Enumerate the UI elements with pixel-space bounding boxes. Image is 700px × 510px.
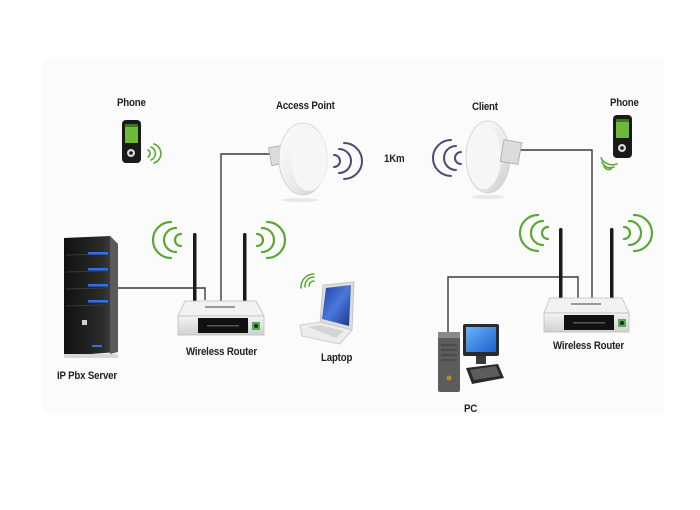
radio-wave-left-icon bbox=[432, 139, 462, 177]
wifi-signal-icon bbox=[300, 273, 315, 289]
label-distance: 1Km bbox=[384, 153, 405, 165]
cable-router-right-to-pc bbox=[447, 276, 579, 335]
label-phone-right: Phone bbox=[610, 97, 639, 109]
phone-right-icon bbox=[613, 115, 632, 158]
label-router-left: Wireless Router bbox=[186, 346, 257, 358]
label-access-point: Access Point bbox=[276, 100, 335, 112]
label-pc: PC bbox=[464, 403, 478, 415]
cable-server-to-router-left bbox=[118, 287, 206, 300]
cables bbox=[118, 149, 593, 335]
label-laptop: Laptop bbox=[321, 352, 353, 364]
label-router-right: Wireless Router bbox=[553, 340, 624, 352]
router-right-icon bbox=[543, 228, 630, 333]
label-ip-pbx-server: IP Pbx Server bbox=[57, 370, 117, 382]
pc-icon bbox=[438, 324, 504, 392]
cable-router-left-to-access-point bbox=[220, 153, 272, 305]
radio-wave-right-icon bbox=[333, 142, 363, 180]
wifi-signal-icon bbox=[147, 143, 162, 164]
cable-client-to-router-right bbox=[518, 149, 593, 300]
laptop-icon bbox=[299, 281, 355, 345]
ip-pbx-server-icon bbox=[64, 236, 118, 358]
access-point-icon bbox=[268, 122, 328, 202]
wifi-signal-icon bbox=[600, 157, 618, 171]
label-phone-left: Phone bbox=[117, 97, 146, 109]
client-icon bbox=[465, 120, 523, 199]
wifi-signal-icon bbox=[151, 220, 287, 260]
phone-left-icon bbox=[122, 120, 141, 163]
wifi-signal-icon bbox=[518, 213, 654, 253]
router-left-icon bbox=[177, 233, 265, 336]
label-client: Client bbox=[472, 101, 498, 113]
